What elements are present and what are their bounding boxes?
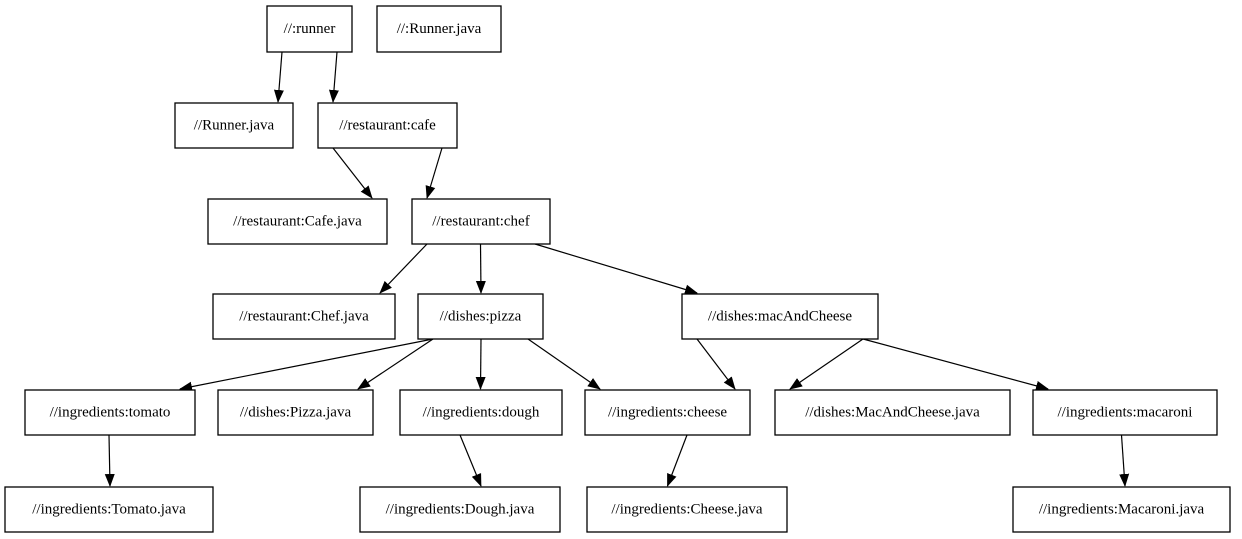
graph-node-label-pizza-java: //dishes:Pizza.java bbox=[240, 405, 352, 421]
graph-node-runner-src: //:Runner.java bbox=[376, 5, 502, 53]
graph-edge-chef-to-pizza bbox=[475, 243, 486, 294]
graph-node-chef: //restaurant:chef bbox=[411, 198, 551, 245]
graph-node-cafe-java: //restaurant:Cafe.java bbox=[207, 198, 388, 245]
graph-edge-cafe-to-cafe-java bbox=[332, 147, 373, 199]
graph-node-box-runner bbox=[266, 5, 353, 53]
graph-node-dough: //ingredients:dough bbox=[399, 389, 563, 436]
graph-node-runner-java: //Runner.java bbox=[174, 102, 294, 149]
graph-edge-macaroni-to-macaroni-java bbox=[1119, 434, 1130, 487]
graph-node-label-chef: //restaurant:chef bbox=[432, 214, 529, 230]
graph-node-box-cheese bbox=[584, 389, 751, 436]
graph-node-label-cheese-java: //ingredients:Cheese.java bbox=[611, 502, 763, 518]
graph-node-runner: //:runner bbox=[266, 5, 353, 53]
graph-edge-cafe-to-chef bbox=[425, 147, 443, 199]
graph-node-box-cafe bbox=[317, 102, 458, 149]
graph-node-box-cafe-java bbox=[207, 198, 388, 245]
graph-edge-pizza-to-cheese bbox=[527, 338, 601, 390]
graph-node-box-chef bbox=[411, 198, 551, 245]
graph-node-pizza: //dishes:pizza bbox=[417, 293, 544, 340]
graph-edge-runner-to-cafe bbox=[328, 51, 339, 103]
graph-edge-dough-to-dough-java bbox=[459, 434, 482, 487]
graph-node-macaroni: //ingredients:macaroni bbox=[1032, 389, 1218, 436]
graph-node-dough-java: //ingredients:Dough.java bbox=[359, 486, 561, 533]
graph-node-label-runner: //:runner bbox=[284, 21, 336, 37]
graph-node-label-tomato-java: //ingredients:Tomato.java bbox=[32, 502, 186, 518]
graph-edge-runner-to-runner-java bbox=[273, 51, 284, 103]
graph-node-box-pizza-java bbox=[217, 389, 374, 436]
graph-edge-pizza-to-pizza-java bbox=[357, 338, 434, 390]
graph-edge-pizza-to-tomato bbox=[179, 338, 434, 392]
graph-node-mac-java: //dishes:MacAndCheese.java bbox=[774, 389, 1011, 436]
graph-node-box-macaroni-java bbox=[1012, 486, 1231, 533]
graph-node-box-mac bbox=[681, 293, 879, 340]
graph-node-box-tomato-java bbox=[4, 486, 214, 533]
graph-edge-mac-to-macaroni bbox=[862, 338, 1049, 391]
graph-node-box-dough bbox=[399, 389, 563, 436]
graph-edge-mac-to-mac-java bbox=[789, 338, 864, 390]
graph-node-label-chef-java: //restaurant:Chef.java bbox=[239, 309, 369, 325]
graph-node-label-macaroni: //ingredients:macaroni bbox=[1058, 405, 1193, 421]
graph-node-label-runner-src: //:Runner.java bbox=[397, 21, 482, 37]
graph-node-box-dough-java bbox=[359, 486, 561, 533]
graph-node-label-cafe-java: //restaurant:Cafe.java bbox=[233, 214, 362, 230]
edge-layer bbox=[104, 51, 1130, 487]
graph-node-label-tomato: //ingredients:tomato bbox=[50, 405, 171, 421]
graph-edge-chef-to-chef-java bbox=[379, 243, 428, 294]
graph-node-macaroni-java: //ingredients:Macaroni.java bbox=[1012, 486, 1231, 533]
graph-node-label-dough: //ingredients:dough bbox=[423, 405, 540, 421]
graph-edge-cheese-to-cheese-java bbox=[666, 434, 688, 487]
graph-node-cheese-java: //ingredients:Cheese.java bbox=[586, 486, 788, 533]
graph-node-box-mac-java bbox=[774, 389, 1011, 436]
graph-node-box-runner-java bbox=[174, 102, 294, 149]
graph-node-label-mac-java: //dishes:MacAndCheese.java bbox=[805, 405, 980, 421]
graph-node-box-runner-src bbox=[376, 5, 502, 53]
graph-node-tomato: //ingredients:tomato bbox=[24, 389, 196, 436]
graph-node-label-cheese: //ingredients:cheese bbox=[608, 405, 727, 421]
graph-node-label-runner-java: //Runner.java bbox=[194, 118, 275, 134]
graph-node-box-chef-java bbox=[212, 293, 396, 340]
graph-edge-chef-to-mac bbox=[534, 243, 698, 295]
graph-node-pizza-java: //dishes:Pizza.java bbox=[217, 389, 374, 436]
graph-node-box-tomato bbox=[24, 389, 196, 436]
graph-node-box-cheese-java bbox=[586, 486, 788, 533]
graph-node-box-macaroni bbox=[1032, 389, 1218, 436]
graph-edge-tomato-to-tomato-java bbox=[104, 434, 115, 487]
graph-node-chef-java: //restaurant:Chef.java bbox=[212, 293, 396, 340]
graph-node-box-pizza bbox=[417, 293, 544, 340]
graph-node-tomato-java: //ingredients:Tomato.java bbox=[4, 486, 214, 533]
graph-edge-mac-to-cheese bbox=[696, 338, 736, 390]
graph-node-label-cafe: //restaurant:cafe bbox=[339, 118, 436, 134]
graph-edge-pizza-to-dough bbox=[475, 338, 486, 390]
graph-node-label-mac: //dishes:macAndCheese bbox=[708, 309, 852, 325]
graph-node-cafe: //restaurant:cafe bbox=[317, 102, 458, 149]
graph-node-label-dough-java: //ingredients:Dough.java bbox=[386, 502, 535, 518]
node-layer: //:runner //:Runner.java //Runner.java //re… bbox=[4, 5, 1231, 533]
graph-node-label-pizza: //dishes:pizza bbox=[440, 309, 522, 325]
graph-node-label-macaroni-java: //ingredients:Macaroni.java bbox=[1039, 502, 1205, 518]
graph-node-cheese: //ingredients:cheese bbox=[584, 389, 751, 436]
graph-node-mac: //dishes:macAndCheese bbox=[681, 293, 879, 340]
